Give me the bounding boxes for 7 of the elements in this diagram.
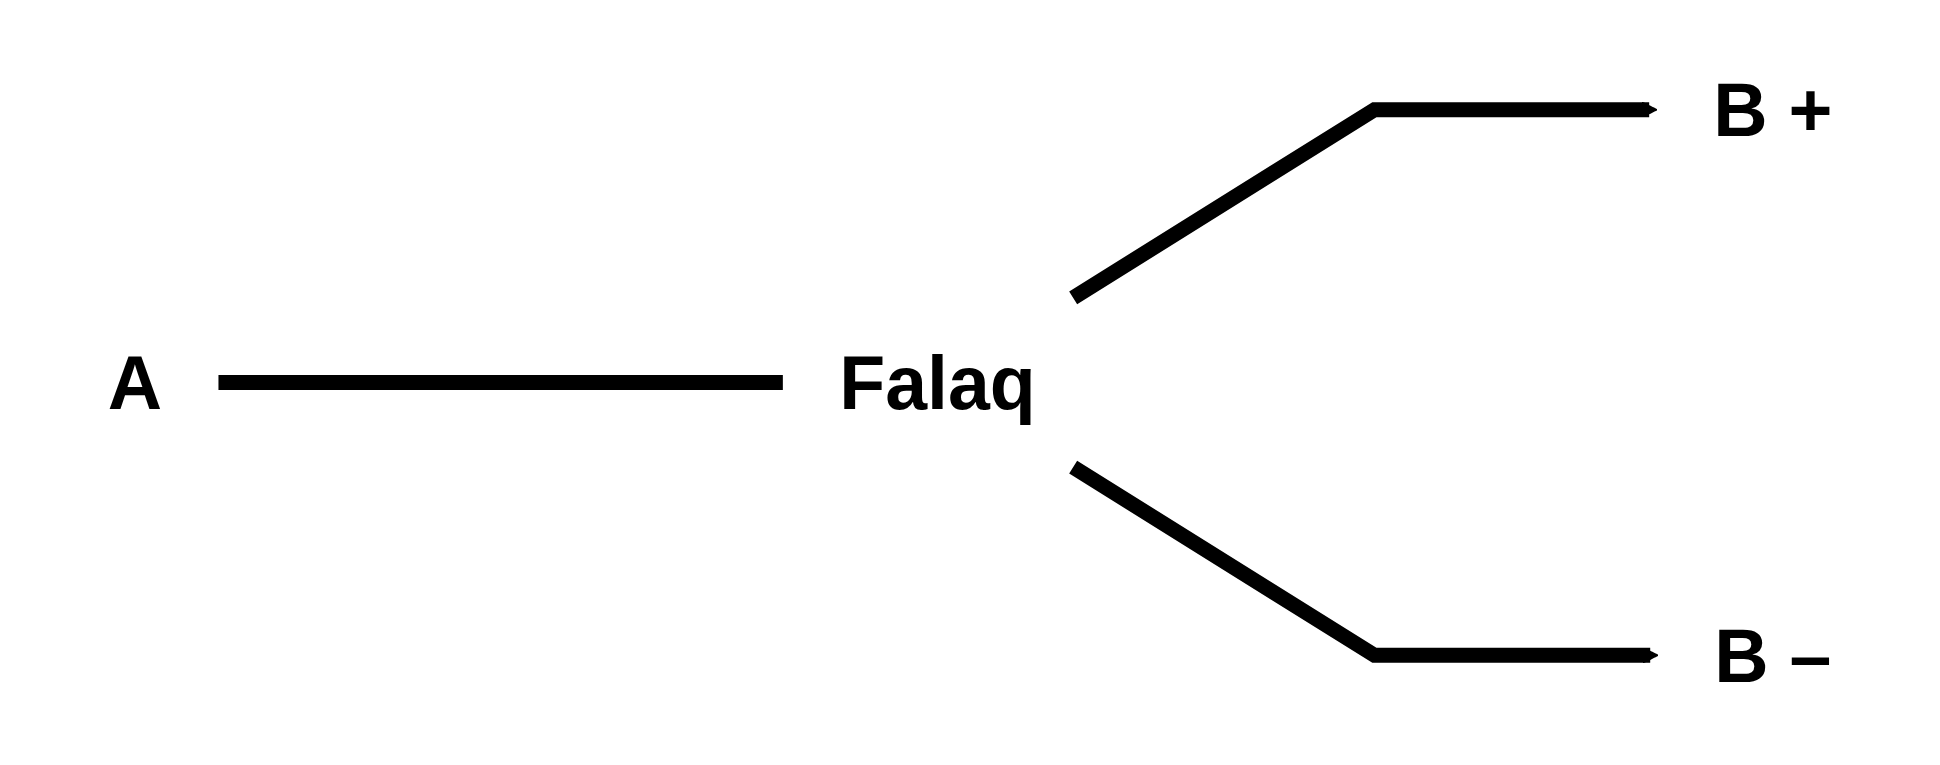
node-text: A — [107, 341, 163, 424]
arrow — [1069, 101, 1658, 305]
node-text: Falaq — [839, 341, 1036, 424]
arrow — [1069, 460, 1659, 664]
connector — [218, 374, 783, 391]
node-text: B – — [1714, 613, 1832, 697]
node-text: B + — [1713, 68, 1833, 152]
